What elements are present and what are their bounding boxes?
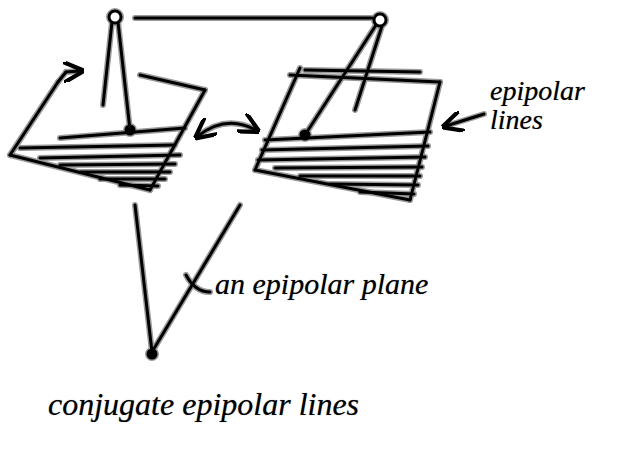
point-dot: [301, 131, 309, 139]
point-dot: [148, 350, 156, 358]
sketch-stroke: [60, 164, 175, 165]
arrow-stroke: [198, 123, 256, 136]
sketch-stroke: [186, 275, 210, 292]
sketch-stroke: [118, 22, 130, 130]
camera-center: [109, 11, 121, 23]
sketch-stroke: [40, 155, 180, 158]
sketch-stroke: [262, 146, 428, 150]
sketch-stroke: [305, 70, 420, 72]
sketch-stroke: [60, 128, 185, 138]
sketch-stroke: [290, 75, 440, 82]
camera-center: [109, 11, 121, 23]
sketch-stroke: [60, 164, 175, 165]
sketch-stroke: [255, 68, 300, 170]
sketch-stroke: [80, 171, 170, 174]
sketch-stroke: [305, 70, 420, 72]
sketch-stroke: [135, 17, 372, 20]
sketch-stroke: [258, 157, 425, 160]
sketch-stroke: [150, 90, 205, 190]
stroke-ink: [10, 11, 484, 358]
camera-center: [374, 14, 386, 26]
sketch-stroke: [265, 132, 430, 140]
handwritten-label: epipolar lines: [490, 76, 630, 135]
sketch-stroke: [120, 185, 158, 186]
sketch-stroke: [300, 175, 420, 178]
sketch-stroke: [103, 22, 112, 105]
sketch-stroke: [58, 72, 66, 82]
camera-center: [374, 14, 386, 26]
stroke-halo: [10, 11, 484, 358]
point-dot: [126, 126, 134, 134]
sketch-stroke: [410, 82, 440, 200]
point-dot: [126, 126, 134, 134]
sketch-stroke: [10, 82, 58, 155]
sketch-stroke: [120, 185, 158, 186]
sketch-stroke: [262, 146, 428, 150]
sketch-stroke: [355, 26, 382, 110]
sketch-stroke: [10, 82, 58, 155]
sketch-stroke: [150, 90, 205, 190]
sketch-stroke: [80, 169, 170, 175]
sketch-stroke: [258, 157, 425, 160]
sketch-stroke: [275, 167, 422, 168]
sketch-stroke: [360, 192, 414, 194]
sketch-stroke: [330, 184, 418, 185]
sketch-stroke: [135, 205, 152, 352]
arrow-stroke: [66, 71, 80, 72]
sketch-stroke: [140, 75, 205, 90]
sketch-stroke: [20, 145, 175, 148]
sketch-stroke: [140, 75, 205, 90]
sketch-stroke: [265, 132, 430, 140]
handwritten-label: an epipolar plane: [215, 268, 515, 300]
sketch-stroke: [255, 68, 300, 170]
sketch-stroke: [135, 15, 372, 21]
sketch-stroke: [360, 192, 414, 194]
sketch-stroke: [118, 22, 130, 130]
sketch-stroke: [135, 205, 152, 352]
point-dot: [301, 131, 309, 139]
sketch-stroke: [410, 82, 440, 200]
sketch-stroke: [58, 72, 66, 82]
sketch-stroke: [275, 167, 422, 168]
arrow-stroke: [198, 123, 256, 136]
sketch-stroke: [100, 178, 165, 181]
arrow-stroke: [446, 114, 484, 126]
sketch-stroke: [20, 145, 175, 148]
arrow-stroke: [66, 71, 80, 72]
sketch-stroke: [40, 155, 180, 158]
sketch-stroke: [300, 173, 420, 179]
sketch-stroke: [103, 22, 112, 105]
handwritten-label: conjugate epipolar lines: [48, 388, 608, 422]
arrow-stroke: [446, 114, 484, 126]
point-dot: [148, 350, 156, 358]
sketch-stroke: [330, 184, 418, 185]
sketch-stroke: [60, 128, 185, 138]
